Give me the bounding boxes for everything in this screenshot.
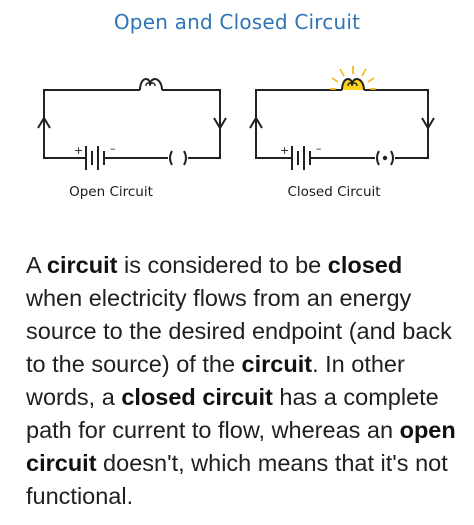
closed-circuit-caption: Closed Circuit	[287, 184, 381, 200]
bulb-lit-icon	[330, 66, 376, 91]
circuit-diagrams: + –	[37, 66, 435, 170]
explanation-text: . In other words, a	[26, 351, 405, 410]
open-right-arrow	[213, 117, 227, 130]
closed-battery-icon	[289, 146, 314, 170]
explanation-text: A	[26, 252, 47, 278]
closed-right-arrow	[421, 117, 435, 130]
explanation-text: when electricity flows from an energy so…	[26, 285, 452, 377]
closed-top-wire	[255, 89, 342, 148]
open-left-arrow	[37, 116, 51, 129]
closed-bottom-wire	[255, 146, 289, 159]
explanation-text: has a complete path for current to flow,…	[26, 384, 439, 443]
figure-title: Open and Closed Circuit	[113, 10, 361, 34]
explanation-text: doesn't, which means that it's not funct…	[26, 450, 448, 509]
explanation-bold-term: circuit	[241, 351, 313, 377]
open-battery-icon	[83, 146, 108, 170]
closed-switch-icon	[376, 150, 394, 166]
explanation-text: is considered to be	[117, 252, 328, 278]
open-battery-minus: –	[110, 142, 116, 155]
open-switch-icon	[169, 150, 187, 166]
explanation-bold-term: closed	[327, 252, 403, 278]
explanation-bold-term: closed circuit	[121, 384, 273, 410]
explanation-bold-term: circuit	[46, 252, 118, 278]
circuit-figure: Open and Closed Circuit	[0, 0, 474, 230]
open-battery-plus: +	[74, 144, 83, 157]
closed-circuit-diagram: + –	[249, 66, 435, 170]
closed-left-arrow	[249, 116, 263, 129]
bulb-off-icon	[139, 77, 163, 91]
open-top-wire	[43, 89, 140, 148]
explanation-bold-term: open circuit	[26, 417, 456, 476]
closed-battery-minus: –	[316, 142, 322, 155]
explanation-paragraph: A circuit is considered to be closed whe…	[26, 249, 462, 513]
closed-battery-plus: +	[280, 144, 289, 157]
open-circuit-diagram: + –	[37, 77, 227, 170]
open-bottom-wire	[43, 146, 83, 159]
open-circuit-caption: Open Circuit	[69, 184, 153, 200]
